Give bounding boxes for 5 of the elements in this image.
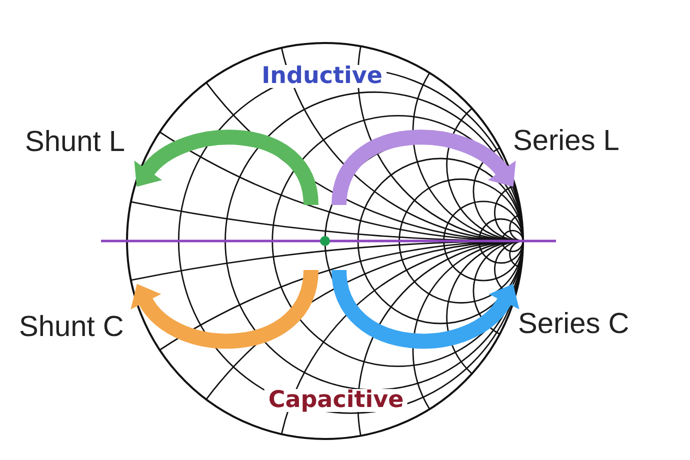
arrow-label: Shunt C bbox=[19, 313, 124, 342]
arrow-label: Series C bbox=[518, 310, 630, 339]
arrow-label: Shunt L bbox=[25, 128, 125, 157]
region-label: Capacitive bbox=[264, 389, 408, 412]
arrow-label: Series L bbox=[513, 127, 620, 156]
